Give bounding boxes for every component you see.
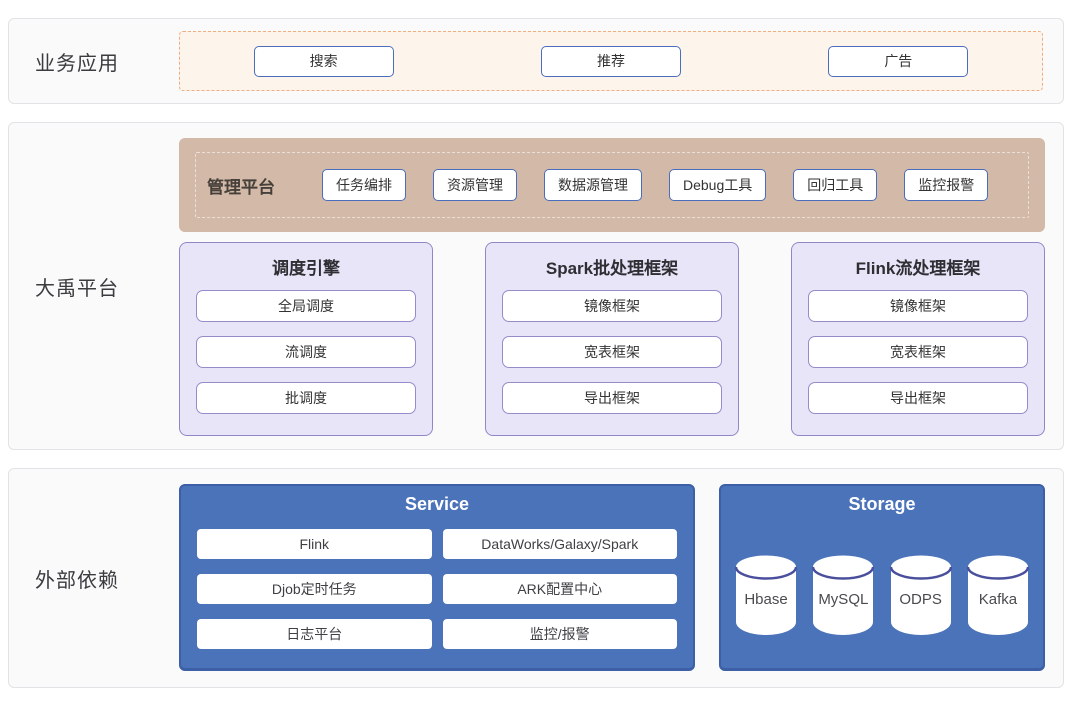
tool-node-monitor-alarm: 监控报警	[904, 169, 989, 201]
service-node-dataworks-galaxy-spark: DataWorks/Galaxy/Spark	[442, 529, 677, 559]
flink-framework-title: Flink流处理框架	[855, 259, 981, 278]
service-node-log-platform: 日志平台	[197, 619, 432, 649]
spark-node-mirror-framework: 镜像框架	[502, 290, 722, 322]
engines-row: 调度引擎 全局调度 流调度 批调度 Spark批处理框架 镜像框架 宽表框架 导…	[179, 242, 1045, 436]
service-grid: Flink DataWorks/Galaxy/Spark Djob定时任务 AR…	[197, 529, 677, 649]
app-node-search: 搜索	[253, 45, 394, 77]
spark-framework-title: Spark批处理框架	[545, 259, 679, 278]
app-node-ads: 广告	[828, 45, 969, 77]
spark-framework-items: 镜像框架 宽表框架 导出框架	[502, 290, 722, 414]
management-tools-row: 任务编排 资源管理 数据源管理 Debug工具 回归工具 监控报警	[322, 169, 989, 201]
service-node-djob: Djob定时任务	[197, 574, 432, 604]
flink-node-widetable-framework: 宽表框架	[808, 336, 1028, 368]
dayu-platform-label: 大禹平台	[35, 277, 119, 300]
service-title: Service	[404, 494, 470, 514]
spark-node-widetable-framework: 宽表框架	[502, 336, 722, 368]
scheduling-engine-items: 全局调度 流调度 批调度	[196, 290, 416, 414]
storage-node-label: Kafka	[978, 590, 1018, 608]
service-node-flink: Flink	[197, 529, 432, 559]
storage-title: Storage	[848, 494, 916, 514]
storage-node-label: ODPS	[899, 590, 942, 608]
storage-node-odps: ODPS	[889, 555, 952, 637]
scheduling-engine-title: 调度引擎	[272, 259, 340, 278]
external-deps-section: 外部依赖 Service Flink DataWorks/Galaxy/Spar…	[8, 468, 1064, 688]
database-cylinder-icon	[889, 555, 952, 635]
storage-node-mysql: MySQL	[812, 555, 875, 637]
external-deps-label: 外部依赖	[35, 569, 119, 592]
storage-cylinders-row: Hbase MySQL ODPS	[731, 529, 1033, 668]
service-node-monitor-alarm: 监控/报警	[442, 619, 677, 649]
flink-node-export-framework: 导出框架	[808, 382, 1028, 414]
tool-node-resource-management: 资源管理	[433, 169, 517, 201]
storage-node-label: MySQL	[818, 590, 869, 608]
management-platform-title: 管理平台	[207, 177, 275, 197]
storage-node-hbase: Hbase	[735, 555, 797, 637]
scheduling-engine-box: 调度引擎 全局调度 流调度 批调度	[179, 242, 433, 436]
app-node-recommend: 推荐	[540, 45, 681, 77]
flink-framework-box: Flink流处理框架 镜像框架 宽表框架 导出框架	[791, 242, 1045, 436]
tool-node-task-orchestration: 任务编排	[322, 169, 406, 201]
storage-box: Storage Hbase MySQL	[719, 484, 1045, 671]
storage-node-kafka: Kafka	[966, 555, 1029, 637]
external-deps-content: Service Flink DataWorks/Galaxy/Spark Djo…	[179, 484, 1045, 671]
database-cylinder-icon	[735, 555, 797, 635]
flink-framework-items: 镜像框架 宽表框架 导出框架	[808, 290, 1028, 414]
tool-node-regression-tool: 回归工具	[793, 169, 878, 201]
storage-node-label: Hbase	[744, 590, 788, 608]
service-node-ark-config: ARK配置中心	[442, 574, 677, 604]
dayu-platform-section: 大禹平台 管理平台 任务编排 资源管理 数据源管理 Debug工具 回归工具 监…	[8, 122, 1064, 450]
dayu-platform-content: 管理平台 任务编排 资源管理 数据源管理 Debug工具 回归工具 监控报警 调…	[179, 138, 1045, 436]
tool-node-debug-tool: Debug工具	[669, 169, 767, 201]
flink-node-mirror-framework: 镜像框架	[808, 290, 1028, 322]
engine-node-batch-scheduling: 批调度	[196, 382, 416, 414]
business-apps-container: 搜索 推荐 广告	[179, 31, 1043, 91]
engine-node-stream-scheduling: 流调度	[196, 336, 416, 368]
business-apps-label: 业务应用	[35, 52, 119, 75]
management-platform-box: 管理平台 任务编排 资源管理 数据源管理 Debug工具 回归工具 监控报警	[179, 138, 1045, 232]
business-apps-section: 业务应用 搜索 推荐 广告	[8, 18, 1064, 104]
service-box: Service Flink DataWorks/Galaxy/Spark Djo…	[179, 484, 695, 671]
engine-node-global-scheduling: 全局调度	[196, 290, 416, 322]
database-cylinder-icon	[966, 555, 1029, 635]
spark-framework-box: Spark批处理框架 镜像框架 宽表框架 导出框架	[485, 242, 739, 436]
tool-node-datasource-management: 数据源管理	[544, 169, 642, 201]
spark-node-export-framework: 导出框架	[502, 382, 722, 414]
database-cylinder-icon	[812, 555, 875, 635]
